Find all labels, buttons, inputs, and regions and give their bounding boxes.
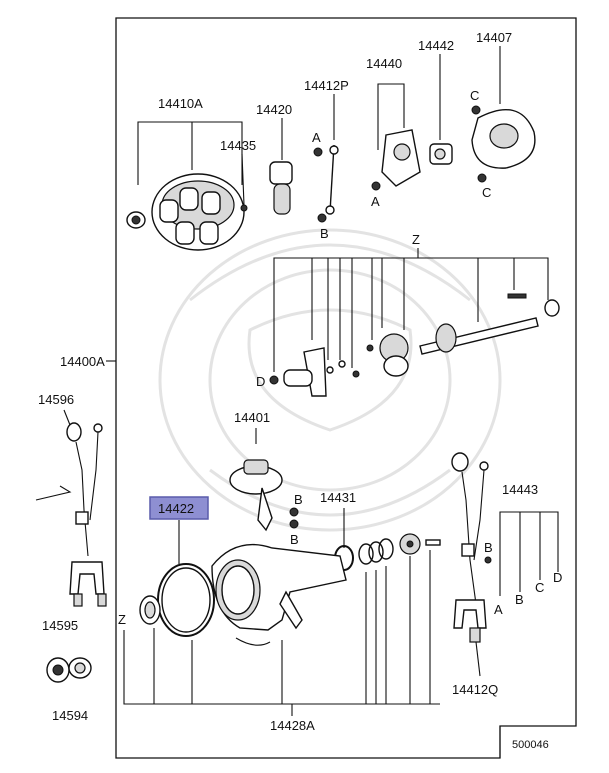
part-lead-rod[interactable]: 14412P A B (304, 78, 349, 241)
part-cap-clip[interactable]: 14435 (220, 138, 256, 212)
part-vacuum-advancer[interactable]: 14401 B B (229, 410, 303, 547)
letter-C-bottom: C (482, 185, 491, 200)
label-14420: 14420 (256, 102, 292, 117)
label-14435: 14435 (220, 138, 256, 153)
part-14443-harness[interactable]: 14443 A B C D B 14412Q (451, 452, 562, 697)
label-14595: 14595 (42, 618, 78, 633)
part-14596-harness[interactable]: 14596 (35, 392, 107, 607)
label-14412Q: 14412Q (452, 682, 498, 697)
frame (115, 17, 577, 759)
part-distributor-assembly[interactable]: 14400A (60, 354, 116, 369)
letter-B-right: B (515, 592, 524, 607)
letter-Z-shaft: Z (412, 232, 420, 247)
letter-B-vac-1: B (294, 492, 303, 507)
highlight-box-14422 (149, 496, 209, 520)
letter-B-vac-2: B (290, 532, 299, 547)
label-14440: 14440 (366, 56, 402, 71)
letter-C-right: C (535, 580, 544, 595)
letter-B-top: B (320, 226, 329, 241)
label-14400A: 14400A (60, 354, 105, 369)
label-14431: 14431 (320, 490, 356, 505)
letter-D-shaft: D (256, 374, 265, 389)
label-14401: 14401 (234, 410, 270, 425)
part-breaker-plate[interactable]: 14440 A (366, 56, 421, 209)
watermark-emblem (158, 228, 502, 532)
part-governor-shaft-group[interactable]: Z D (256, 232, 560, 397)
label-14407: 14407 (476, 30, 512, 45)
letter-B-harness: B (484, 540, 493, 555)
letter-D-right: D (553, 570, 562, 585)
reference-code: 500046 (512, 739, 549, 751)
letter-A-plate: A (371, 194, 380, 209)
label-14594: 14594 (52, 708, 88, 723)
letter-A-right: A (494, 602, 503, 617)
part-14422-o-ring[interactable]: 14422 (149, 496, 215, 637)
letter-C-top: C (470, 88, 479, 103)
part-14407[interactable]: 14407 C C (470, 30, 536, 200)
label-14422: 14422 (158, 501, 194, 516)
letter-Z-housing: Z (118, 612, 126, 627)
part-distributor-cap[interactable]: 14410A (126, 96, 245, 251)
label-14428A: 14428A (270, 718, 315, 733)
part-housing-14428A[interactable]: Z 14428A (118, 533, 441, 733)
part-14594[interactable]: 14594 (52, 657, 92, 723)
label-14443: 14443 (502, 482, 538, 497)
letter-A-top: A (312, 130, 321, 145)
label-14442: 14442 (418, 38, 454, 53)
label-14596: 14596 (38, 392, 74, 407)
part-rotor[interactable]: 14420 (256, 102, 293, 215)
label-14412P: 14412P (304, 78, 349, 93)
part-14442[interactable]: 14442 (418, 38, 454, 165)
part-14595[interactable]: 14595 (42, 618, 78, 683)
label-14410A: 14410A (158, 96, 203, 111)
